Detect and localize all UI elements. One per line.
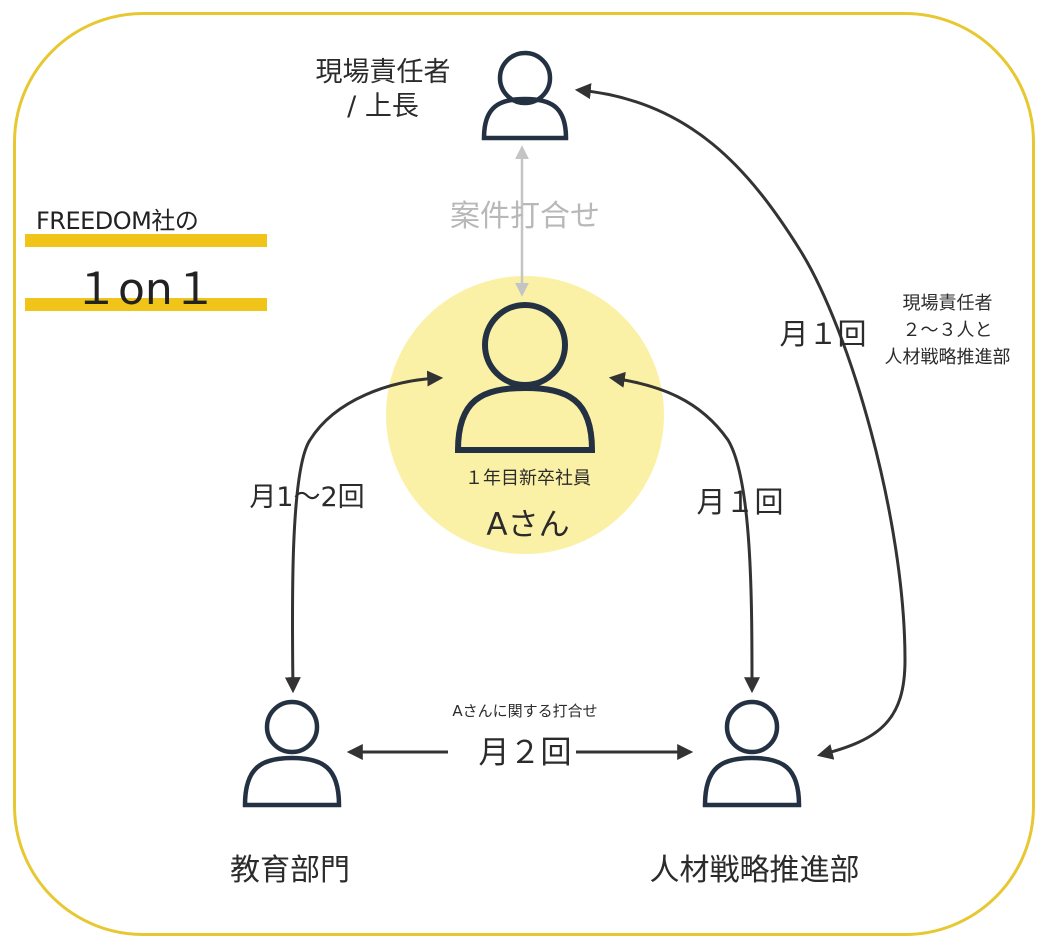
person-icon bbox=[702, 699, 802, 808]
hr-manager-note: 現場責任者 ２〜３人と 人材戦略推進部 bbox=[855, 290, 1040, 371]
manager-label: 現場責任者 / 上長 bbox=[290, 56, 476, 124]
hr-manager-frequency: 月１回 bbox=[779, 317, 867, 351]
title-line-2: １on１ bbox=[74, 264, 217, 315]
employee-name: Aさん bbox=[486, 507, 570, 543]
diagram-frame bbox=[13, 12, 1035, 936]
education-hr-frequency: 月２回 bbox=[478, 735, 572, 771]
project-meeting-label: 案件打合せ bbox=[450, 199, 600, 234]
title-highlight-bar bbox=[25, 298, 267, 311]
employee-role: １年目新卒社員 bbox=[465, 468, 591, 489]
education-employee-arrow bbox=[284, 370, 444, 694]
hr-manager-note-line-1: 現場責任者 bbox=[902, 293, 993, 314]
manager-label-line-2: / 上長 bbox=[347, 90, 419, 122]
person-icon bbox=[242, 699, 342, 808]
title-highlight-bar bbox=[25, 234, 267, 247]
education-employee-frequency: 月1〜2回 bbox=[249, 482, 365, 513]
education-department-label: 教育部門 bbox=[230, 853, 350, 888]
hr-manager-note-line-3: 人材戦略推進部 bbox=[884, 347, 1011, 368]
title-line-1: FREEDOM社の bbox=[36, 207, 199, 235]
manager-label-line-1: 現場責任者 bbox=[315, 57, 451, 88]
hr-employee-frequency: 月１回 bbox=[696, 485, 784, 519]
hr-manager-note-line-2: ２〜３人と bbox=[902, 320, 993, 341]
education-hr-note: Aさんに関する打合せ bbox=[452, 702, 598, 720]
hr-manager-arrow bbox=[574, 83, 907, 760]
hr-department-label: 人材戦略推進部 bbox=[649, 853, 860, 888]
person-icon bbox=[481, 50, 569, 141]
